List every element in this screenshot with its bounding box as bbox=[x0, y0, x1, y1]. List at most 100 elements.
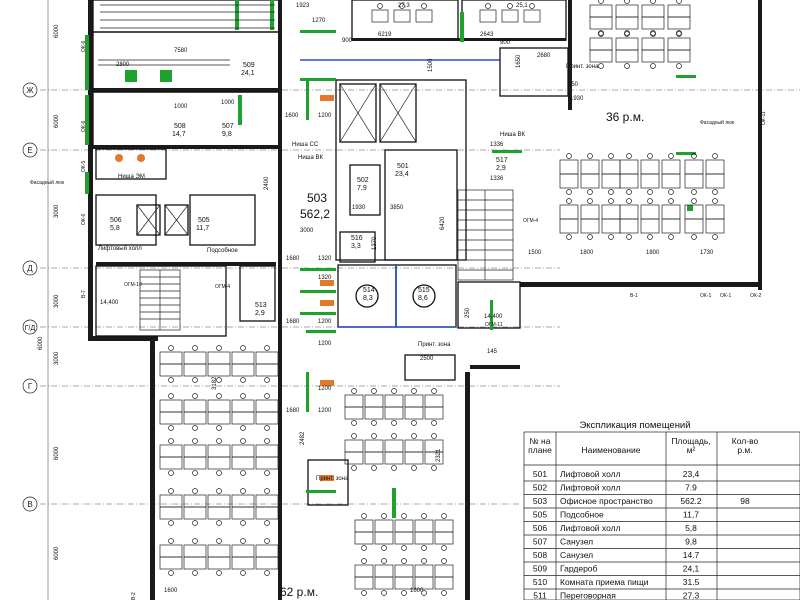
desk bbox=[424, 451, 444, 465]
desk bbox=[415, 9, 433, 23]
svg-text:1336: 1336 bbox=[490, 176, 504, 182]
desk bbox=[619, 204, 639, 220]
chair bbox=[216, 438, 222, 444]
desk bbox=[231, 456, 255, 470]
chair bbox=[192, 520, 198, 526]
chair bbox=[264, 488, 270, 494]
chair bbox=[529, 3, 535, 9]
desk bbox=[207, 506, 231, 520]
svg-text:1800: 1800 bbox=[646, 250, 660, 256]
desk bbox=[589, 4, 613, 18]
svg-text:1680: 1680 bbox=[286, 256, 300, 262]
desk bbox=[374, 576, 394, 590]
chair bbox=[566, 153, 572, 159]
table-cell-area: 23,4 bbox=[683, 469, 700, 479]
chair bbox=[650, 63, 656, 69]
desk bbox=[255, 444, 279, 458]
desk bbox=[384, 406, 404, 420]
table-cell-area: 5,8 bbox=[685, 523, 697, 533]
chair bbox=[192, 488, 198, 494]
svg-text:502: 502 bbox=[357, 177, 369, 184]
chair bbox=[626, 234, 632, 240]
svg-text:2500: 2500 bbox=[420, 356, 434, 362]
chair bbox=[676, 0, 682, 4]
svg-text:Принт. зона: Принт. зона bbox=[566, 64, 599, 70]
desk bbox=[255, 456, 279, 470]
desk bbox=[640, 218, 660, 234]
chair bbox=[168, 377, 174, 383]
desk bbox=[364, 394, 384, 408]
chair bbox=[240, 393, 246, 399]
desk bbox=[559, 204, 579, 220]
svg-text:14,7: 14,7 bbox=[172, 131, 186, 138]
desk bbox=[354, 519, 374, 533]
left-axis-bubbles: Ж Е Д Г/Д Г В bbox=[22, 82, 38, 512]
desk bbox=[394, 531, 414, 545]
desk bbox=[394, 564, 414, 578]
desk bbox=[559, 218, 579, 234]
svg-text:2482: 2482 bbox=[300, 431, 306, 445]
svg-text:В-2: В-2 bbox=[131, 592, 137, 600]
svg-text:517: 517 bbox=[496, 157, 508, 164]
axis-label: Е bbox=[27, 146, 32, 155]
exterior-walls bbox=[88, 0, 762, 600]
chair bbox=[361, 513, 367, 519]
chair bbox=[168, 345, 174, 351]
chair bbox=[168, 425, 174, 431]
chair bbox=[240, 438, 246, 444]
zone-seats-36: 36 р.м. bbox=[606, 110, 644, 124]
svg-text:6219: 6219 bbox=[378, 32, 392, 38]
desk bbox=[641, 37, 665, 51]
desk bbox=[255, 556, 279, 570]
desk bbox=[159, 411, 183, 425]
svg-text:513: 513 bbox=[255, 302, 267, 309]
desk bbox=[601, 204, 621, 220]
chair bbox=[608, 198, 614, 204]
chair bbox=[587, 198, 593, 204]
desk bbox=[384, 394, 404, 408]
desk bbox=[159, 444, 183, 458]
chair bbox=[431, 420, 437, 426]
svg-text:7,9: 7,9 bbox=[357, 185, 367, 192]
svg-text:2400: 2400 bbox=[264, 176, 270, 190]
svg-text:1320: 1320 bbox=[318, 256, 332, 262]
desk bbox=[183, 351, 207, 365]
table-title: Экспликация помещений bbox=[579, 420, 690, 431]
svg-text:Подсобное: Подсобное bbox=[207, 248, 239, 254]
desk bbox=[434, 531, 454, 545]
desk bbox=[183, 399, 207, 413]
table-cell-name: Подсобное bbox=[560, 510, 604, 520]
svg-text:900: 900 bbox=[500, 40, 511, 46]
table-cell-num: 508 bbox=[533, 550, 547, 560]
desk bbox=[207, 494, 231, 508]
chair bbox=[626, 198, 632, 204]
chair bbox=[587, 189, 593, 195]
svg-text:1336: 1336 bbox=[490, 142, 504, 148]
svg-text:1680: 1680 bbox=[286, 408, 300, 414]
desk bbox=[615, 49, 639, 63]
desk bbox=[705, 204, 725, 220]
desk bbox=[255, 351, 279, 365]
desk bbox=[183, 494, 207, 508]
table-cell-seats: 98 bbox=[740, 496, 750, 506]
header-name: Наименование bbox=[582, 445, 641, 455]
svg-text:Принт. зона: Принт. зона bbox=[418, 342, 451, 348]
chair bbox=[431, 433, 437, 439]
desk bbox=[207, 444, 231, 458]
svg-text:5,8: 5,8 bbox=[110, 225, 120, 232]
chair bbox=[608, 189, 614, 195]
chair bbox=[192, 570, 198, 576]
chair bbox=[598, 63, 604, 69]
chair bbox=[624, 31, 630, 37]
table-cell-area: 562.2 bbox=[680, 496, 702, 506]
chair bbox=[421, 513, 427, 519]
svg-text:24,1: 24,1 bbox=[241, 70, 255, 77]
desk bbox=[255, 411, 279, 425]
desk bbox=[615, 4, 639, 18]
